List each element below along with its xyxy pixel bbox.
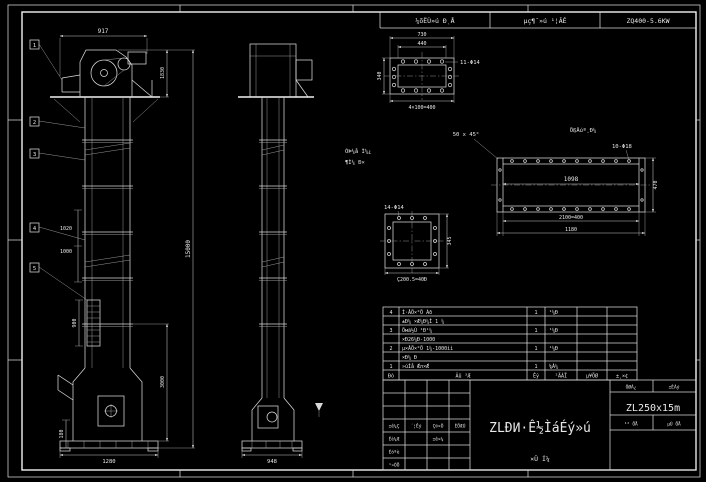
dim-casing-height: 470	[653, 180, 659, 189]
bom-cell: ¹¼Ð	[549, 346, 558, 352]
bom-cell: 1	[534, 364, 537, 370]
sheet-frame	[7, 4, 701, 478]
balloon-5: 5	[29, 262, 88, 301]
weight-label: ÖØÁ¿	[626, 384, 637, 391]
bom-cell: ׃¼Á¼	[549, 363, 558, 370]
sign-label: ´¦Êý	[411, 422, 422, 430]
balloon-3: 3	[29, 148, 86, 161]
bom-header-cell: µ¥ÖØ	[586, 372, 598, 379]
elevator-casing	[82, 97, 133, 368]
front-view-dimensions: 917 1830 15000 3000 1020 1000 900 180 12…	[59, 28, 195, 465]
dim-flange-outer-width: 730	[417, 32, 426, 38]
scale-label: ±ÈÀý	[669, 383, 680, 391]
drawing-title: ZLÐͶ·Ê½ÌáÉý»ú	[489, 420, 591, 436]
note-casing-weld: ÖܱßÂúº¸Ð¼	[570, 127, 597, 134]
motor-label: µç¶¯»ú ¹¦ÂÊ	[523, 16, 566, 25]
sign-label: Éóºè	[389, 448, 400, 456]
dim-flange-bolt-span: 440	[417, 41, 426, 47]
balloon-2: 2	[29, 116, 86, 129]
dim-bottom-flange-height: 345	[447, 236, 453, 245]
balloon-3-number: 3	[33, 152, 36, 158]
sheets-label: ¹² ÕÅ	[624, 421, 638, 428]
bom-cell: ×Ð¼ Ð	[402, 355, 417, 361]
balloon-1: 1	[29, 39, 63, 81]
side-view: 948	[238, 43, 314, 465]
dim-base-width: 1280	[102, 459, 115, 465]
reducer-label: ¼õËÙ»ú ÐͺÅ	[415, 16, 454, 25]
dim-head-width: 917	[98, 28, 109, 35]
dim-casing-inner-length: 1098	[564, 176, 579, 183]
detail-casing-section: 1098 2100=400 1180 470 10-Φ18 ÖܱßÂúº¸Ð¼ …	[345, 127, 659, 236]
bom-cell: 1	[534, 328, 537, 334]
dim-boot-offset: 180	[59, 429, 65, 438]
elevator-boot	[57, 367, 159, 452]
sign-label: ÈÕÆÚ	[455, 422, 466, 430]
note-casing-holes: 10-Φ18	[612, 144, 632, 150]
sign-label: Éè¼Æ	[389, 435, 400, 443]
bom-cell: ¹¼Ð	[549, 310, 558, 316]
header-strip: ¼õËÙ»ú ÐͺÅ µç¶¯»ú ¹¦ÂÊ ZQ400-5.6KW	[379, 12, 696, 29]
balloon-4-number: 4	[33, 226, 37, 232]
elevator-head	[50, 49, 160, 123]
bom-cell: 1	[389, 364, 392, 370]
drawing-subtitle: ×Ü Í¼	[530, 454, 550, 463]
balloon-2-number: 2	[33, 120, 36, 126]
note-bottom-flange-holes: 14-Φ14	[384, 205, 405, 211]
bom-cell: ±Ð¼ ×Æ¼Ð¼Ì 1 ¼	[402, 318, 444, 325]
bom-header-cell: Ðò	[388, 372, 394, 379]
title-block: ±ê¼Ç ´¦Êý Ç©×Ö ÈÕÆÚ Éè¼Æ Éóºè ¹¤ÒÕ ±ê×¼ …	[382, 379, 697, 471]
sign-label: ±ê¼Ç	[389, 423, 400, 430]
drive-model-value: ZQ400-5.6KW	[626, 17, 669, 25]
dim-casing-outer-length: 1180	[565, 227, 577, 233]
dim-side-base-width: 948	[267, 459, 277, 465]
dim-flange-bolt-spacing: 4×100=400	[408, 105, 435, 111]
bom-header-cell: ²ÄÁÏ	[555, 372, 567, 379]
dim-lower-section: 3000	[160, 376, 166, 388]
bom-table: 4 Í·ÂÖ×°Ö Áð 1 ¹¼Ð ±Ð¼ ×Æ¼Ð¼Ì 1 ¼ 3 Öмä½…	[382, 306, 638, 381]
detail-bottom-flange: 14-Φ14 Ç200.5=40Ð 345	[380, 205, 453, 283]
bom-header-cell: ±¸×¢	[616, 373, 628, 379]
dim-bottom-flange-spacing: Ç200.5=40Ð	[397, 277, 427, 283]
dim-head-height: 1830	[160, 67, 166, 79]
sign-label: ¹¤ÒÕ	[389, 462, 400, 469]
bom-cell: 3	[389, 328, 392, 334]
dim-flange-height: 340	[377, 71, 383, 80]
dim-overall-height: 15000	[185, 240, 192, 258]
bom-cell: Í·ÂÖ×°Ö Áð	[402, 308, 432, 316]
bom-header-cell: Ãû ³Æ	[455, 372, 470, 379]
bom-cell: 2	[389, 346, 392, 352]
front-view: 1 2 3 4 5	[29, 28, 195, 465]
detail-top-flange: 440 730 340 4×100=400 11-Φ14	[377, 32, 481, 111]
bom-header-cell: Êý	[533, 371, 539, 379]
dim-joint-lower: 1000	[60, 249, 72, 255]
balloon-4: 4	[29, 222, 86, 241]
balloon-5-number: 5	[33, 266, 36, 272]
dim-casing-bolt-spacing: 2100=400	[559, 215, 583, 221]
note-flange-holes: 11-Φ14	[460, 60, 481, 66]
bom-cell: 1	[534, 346, 537, 352]
bom-cell: ¹¼Ð	[549, 328, 558, 334]
sheet-no-label: µÚ ÕÅ	[667, 421, 681, 428]
bom-cell: 4	[389, 310, 392, 316]
note-weld-line2: ¶Ì¼ Ð×	[345, 159, 365, 166]
balloon-1-number: 1	[33, 43, 36, 49]
section-mark	[315, 403, 323, 417]
bom-cell: Öмä½Ú ¹Ð¹¼	[402, 327, 432, 334]
dim-bucket-pitch: 900	[72, 318, 78, 327]
model-number: ZL250x15m	[626, 403, 680, 414]
sign-label: Ç©×Ö	[433, 423, 444, 430]
note-weld-line1: ÓÞ¼å Ì¼¿	[345, 148, 372, 155]
bom-cell: ×Ð26¼Ð-1000	[402, 337, 435, 343]
bom-cell: µ×ÂÖ×°Ö 1¼-1000ìì	[402, 345, 453, 352]
note-chamfer: 50 x 45°	[453, 132, 480, 138]
dim-joint-upper: 1020	[60, 226, 72, 232]
sign-label: ±ê×¼	[433, 436, 444, 443]
bom-cell: »úÌå Ǽл×Ǽ	[402, 362, 429, 370]
bom-cell: 1	[534, 310, 537, 316]
